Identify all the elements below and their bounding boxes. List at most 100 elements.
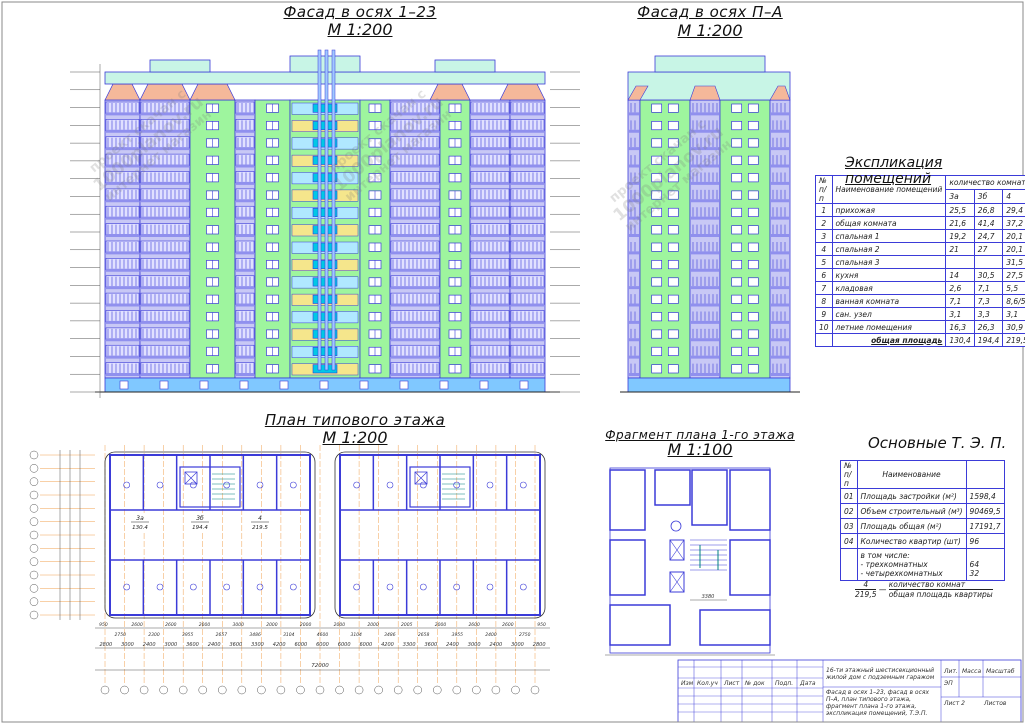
roof-slope	[627, 85, 649, 101]
explication-cell-name: прихожая	[831, 203, 947, 217]
axis-bubble	[29, 464, 39, 473]
apartment-area-label: 219.5	[252, 525, 268, 531]
balcony-rail	[511, 338, 544, 342]
axis-bubble	[178, 685, 188, 695]
explication-cell-num: 9	[815, 307, 833, 321]
dimension-label: 2400	[208, 642, 221, 648]
window	[747, 138, 759, 148]
explication-cell-4: 27,5	[1002, 268, 1025, 282]
balcony-rail	[106, 286, 139, 290]
window	[731, 155, 743, 165]
balcony-rail	[391, 338, 439, 342]
axis-bubble	[530, 685, 540, 695]
dimension-label: 4600	[317, 632, 329, 638]
balcony-rail	[106, 303, 139, 307]
balcony-rail	[106, 338, 139, 342]
ground-window	[239, 380, 249, 390]
explication-cell-3b: 30,5	[973, 268, 1004, 282]
explication-cell-4: 20,1	[1002, 229, 1025, 243]
plan-typical-title: План типового этажа М 1:200	[255, 412, 455, 447]
dimension-label: 3600	[186, 642, 199, 648]
dimension-label: 950	[99, 622, 108, 628]
balcony	[390, 362, 440, 375]
balcony	[235, 275, 255, 288]
legend-rooms-label: количество комнат	[888, 580, 993, 590]
balcony-rail	[141, 251, 189, 255]
room-marker	[290, 583, 297, 591]
balcony-rail	[629, 112, 639, 116]
dimension-label: 3955	[452, 632, 464, 638]
dimension-label: 2400	[489, 642, 502, 648]
fragment-fixture	[670, 520, 682, 532]
balcony	[390, 136, 440, 149]
dimension-label: 4200	[273, 642, 286, 648]
explication-total-label: общая площадь	[831, 333, 947, 347]
balcony-rail	[236, 303, 254, 307]
balcony-rail	[471, 234, 509, 237]
dimension-label: 2000	[266, 622, 278, 628]
balcony-rail	[691, 373, 719, 376]
balcony-rail	[141, 268, 189, 272]
balcony	[390, 240, 440, 253]
balcony-rail	[236, 373, 254, 376]
dimension-label: 2800	[533, 642, 546, 648]
tep-header-row: № п/п Наименование	[840, 460, 1005, 489]
dimension-label: 3600	[424, 642, 437, 648]
dimension-label: 3600	[229, 642, 242, 648]
window	[731, 207, 743, 217]
tep-cell-name: Объем строительный (м³)	[856, 503, 967, 519]
balcony-rail	[391, 112, 439, 116]
window	[667, 294, 679, 304]
axis-bubble	[139, 685, 149, 695]
dimension-label: 3000	[233, 622, 245, 628]
balcony-rail	[141, 147, 189, 151]
stamp-stage-label: Лит.	[944, 668, 958, 675]
balcony-rail	[236, 164, 254, 168]
balcony-outline	[104, 451, 316, 619]
balcony-rail	[141, 129, 189, 133]
balcony	[140, 362, 190, 375]
window	[651, 121, 663, 131]
window	[667, 346, 679, 356]
window	[747, 277, 759, 287]
dimension-label: 3000	[121, 642, 134, 648]
balcony	[140, 119, 190, 132]
stamp-col-sign: Подп.	[775, 680, 794, 687]
vent-pipe	[317, 49, 322, 371]
balcony-rail	[511, 320, 544, 324]
balcony-rail	[471, 129, 509, 133]
window	[731, 190, 743, 200]
balcony-rail	[771, 199, 789, 203]
balcony-rail	[391, 286, 439, 290]
balcony-rail	[629, 164, 639, 168]
ground-window	[159, 380, 169, 390]
balcony-rail	[511, 164, 544, 168]
explication-cell-3a: 21	[945, 242, 975, 256]
dimension-label: 2600	[468, 622, 480, 628]
balcony-rail	[511, 373, 544, 376]
balcony	[140, 153, 190, 166]
stamp-sheet: Лист 2	[944, 700, 965, 707]
balcony-rail	[629, 338, 639, 342]
balcony-rail	[106, 373, 139, 376]
balcony	[140, 136, 190, 149]
axis-bubble	[237, 685, 247, 695]
balcony-rail	[691, 251, 719, 255]
window	[651, 242, 663, 252]
explication-cell-3a: 21,6	[945, 216, 975, 230]
tep-cell-value: 1598,4	[965, 488, 1005, 504]
balcony	[510, 223, 545, 236]
explication-total-4: 219,5	[1002, 333, 1025, 347]
balcony-rail	[106, 320, 139, 324]
balcony-rail	[471, 373, 509, 376]
balcony-rail	[629, 199, 639, 203]
dimension-label: 6000	[338, 642, 351, 648]
balcony	[105, 240, 140, 253]
window	[747, 329, 759, 339]
balcony-rail	[771, 268, 789, 272]
window	[651, 155, 663, 165]
balcony-rail	[141, 286, 189, 290]
